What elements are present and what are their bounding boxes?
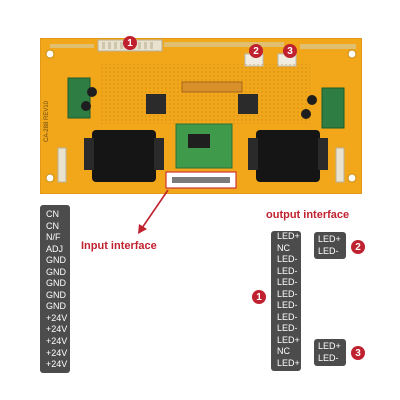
input-pin-7: GND — [46, 278, 66, 289]
output-marker-1: 1 — [252, 290, 266, 304]
out1-pin-10: LED+ — [277, 334, 300, 345]
board-marker-3: 3 — [283, 44, 297, 58]
board-svg — [39, 37, 363, 195]
output-marker-3: 3 — [351, 346, 365, 360]
board-marker-2: 2 — [249, 44, 263, 58]
input-pin-panel: CN CN N/F ADJ GND GND GND GND GND +24V +… — [40, 205, 70, 373]
input-pin-9: GND — [46, 301, 66, 312]
out1-pin-11: NC — [277, 346, 290, 357]
out3-pin-2: LED- — [318, 352, 339, 363]
output-connector-2-pins: LED+ LED- — [318, 234, 341, 257]
out1-pin-3: LED- — [277, 254, 298, 265]
out1-pin-5: LED- — [277, 277, 298, 288]
input-pin-list: CN CN N/F ADJ GND GND GND GND GND +24V +… — [46, 209, 67, 371]
input-pin-4: ADJ — [46, 243, 64, 254]
out1-pin-8: LED- — [277, 311, 298, 322]
input-pin-6: GND — [46, 266, 66, 277]
input-pin-13: +24V — [46, 347, 68, 358]
out1-pin-6: LED- — [277, 288, 298, 299]
out1-pin-12: LED+ — [277, 358, 300, 369]
output-marker-2: 2 — [351, 240, 365, 254]
input-pin-14: +24V — [46, 359, 68, 370]
input-pin-11: +24V — [46, 324, 68, 335]
input-pin-3: N/F — [46, 232, 61, 243]
input-pin-1: CN — [46, 209, 59, 219]
input-pin-10: +24V — [46, 312, 68, 323]
out1-pin-9: LED- — [277, 323, 298, 334]
input-pin-8: GND — [46, 289, 66, 300]
board-marker-1: 1 — [123, 36, 137, 50]
output-connector-3-pins: LED+ LED- — [318, 341, 341, 364]
output-connector-3-panel: LED+ LED- — [314, 339, 346, 366]
output-interface-title: output interface — [266, 209, 350, 221]
out1-pin-1: LED+ — [277, 231, 300, 241]
input-pin-5: GND — [46, 255, 66, 266]
out2-pin-2: LED- — [318, 245, 339, 256]
input-pin-12: +24V — [46, 336, 68, 347]
out3-pin-1: LED+ — [318, 341, 341, 351]
inverter-board-image: CA-288 REV10 — [39, 37, 363, 195]
out1-pin-7: LED- — [277, 300, 298, 311]
output-connector-1-panel: LED+ NC LED- LED- LED- LED- LED- LED- LE… — [271, 231, 301, 371]
output-connector-1-pins: LED+ NC LED- LED- LED- LED- LED- LED- LE… — [277, 231, 300, 370]
out2-pin-1: LED+ — [318, 234, 341, 244]
out1-pin-2: NC — [277, 242, 290, 253]
input-interface-title: Input interface — [81, 240, 157, 252]
output-connector-2-panel: LED+ LED- — [314, 232, 346, 259]
input-pin-2: CN — [46, 220, 59, 231]
out1-pin-4: LED- — [277, 265, 298, 276]
